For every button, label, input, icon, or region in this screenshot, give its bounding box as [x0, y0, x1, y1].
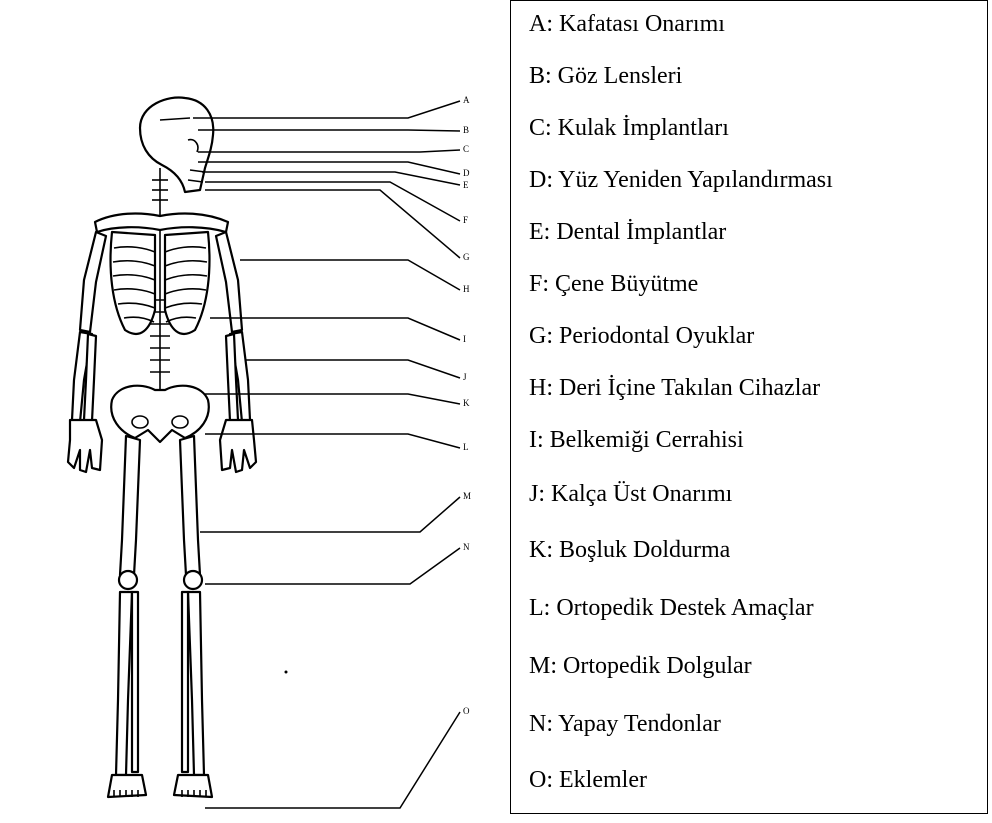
leader-e — [202, 172, 460, 185]
legend-item-j: J: Kalça Üst Onarımı — [529, 481, 732, 508]
letter-o: O — [463, 706, 470, 716]
letter-l: L — [463, 442, 469, 452]
pelvis — [111, 386, 209, 442]
legend-box: A: Kafatası Onarımı B: Göz Lensleri C: K… — [510, 0, 988, 814]
letter-f: F — [463, 215, 468, 225]
letter-k: K — [463, 398, 470, 408]
letter-e: E — [463, 180, 469, 190]
point-letters: A B C D E F G H I J K L M N O — [463, 95, 471, 716]
letter-n: N — [463, 542, 470, 552]
leader-b — [198, 130, 460, 131]
letter-h: H — [463, 284, 470, 294]
letter-g: G — [463, 252, 470, 262]
legend-item-m: M: Ortopedik Dolgular — [529, 653, 752, 680]
legend-item-g: G: Periodontal Oyuklar — [529, 323, 754, 350]
legend-item-l: L: Ortopedik Destek Amaçlar — [529, 595, 814, 622]
skeleton-diagram: A B C D E F G H I J K L M N O — [0, 0, 520, 818]
leader-n — [205, 548, 460, 584]
letter-a: A — [463, 95, 470, 105]
leader-m — [200, 497, 460, 532]
leader-c — [198, 150, 460, 152]
leader-i — [210, 318, 460, 340]
legs — [116, 436, 204, 775]
legend-item-o: O: Eklemler — [529, 767, 647, 794]
leader-h — [240, 260, 460, 290]
leader-a — [193, 101, 460, 118]
letter-c: C — [463, 144, 469, 154]
shoulders — [95, 214, 228, 232]
leader-j — [246, 360, 460, 378]
stray-dot — [285, 671, 288, 674]
legend-item-d: D: Yüz Yeniden Yapılandırması — [529, 167, 833, 194]
feet — [108, 775, 212, 797]
skull — [140, 97, 213, 192]
letter-b: B — [463, 125, 469, 135]
leader-o — [205, 712, 460, 808]
skeleton-figure: A B C D E F G H I J K L M N O — [0, 0, 520, 818]
legend-item-b: B: Göz Lensleri — [529, 63, 682, 90]
legend-item-i: I: Belkemiği Cerrahisi — [529, 427, 744, 454]
legend-item-c: C: Kulak İmplantları — [529, 115, 729, 142]
leader-f — [205, 182, 460, 221]
legend-item-a: A: Kafatası Onarımı — [529, 11, 725, 38]
letter-i: I — [463, 334, 466, 344]
legend-item-e: E: Dental İmplantlar — [529, 219, 726, 246]
letter-m: M — [463, 491, 471, 501]
legend-item-n: N: Yapay Tendonlar — [529, 711, 721, 738]
legend-item-h: H: Deri İçine Takılan Cihazlar — [529, 375, 820, 402]
legend-item-k: K: Boşluk Doldurma — [529, 537, 730, 564]
legend-item-f: F: Çene Büyütme — [529, 271, 698, 298]
letter-d: D — [463, 168, 470, 178]
letter-j: J — [463, 372, 467, 382]
